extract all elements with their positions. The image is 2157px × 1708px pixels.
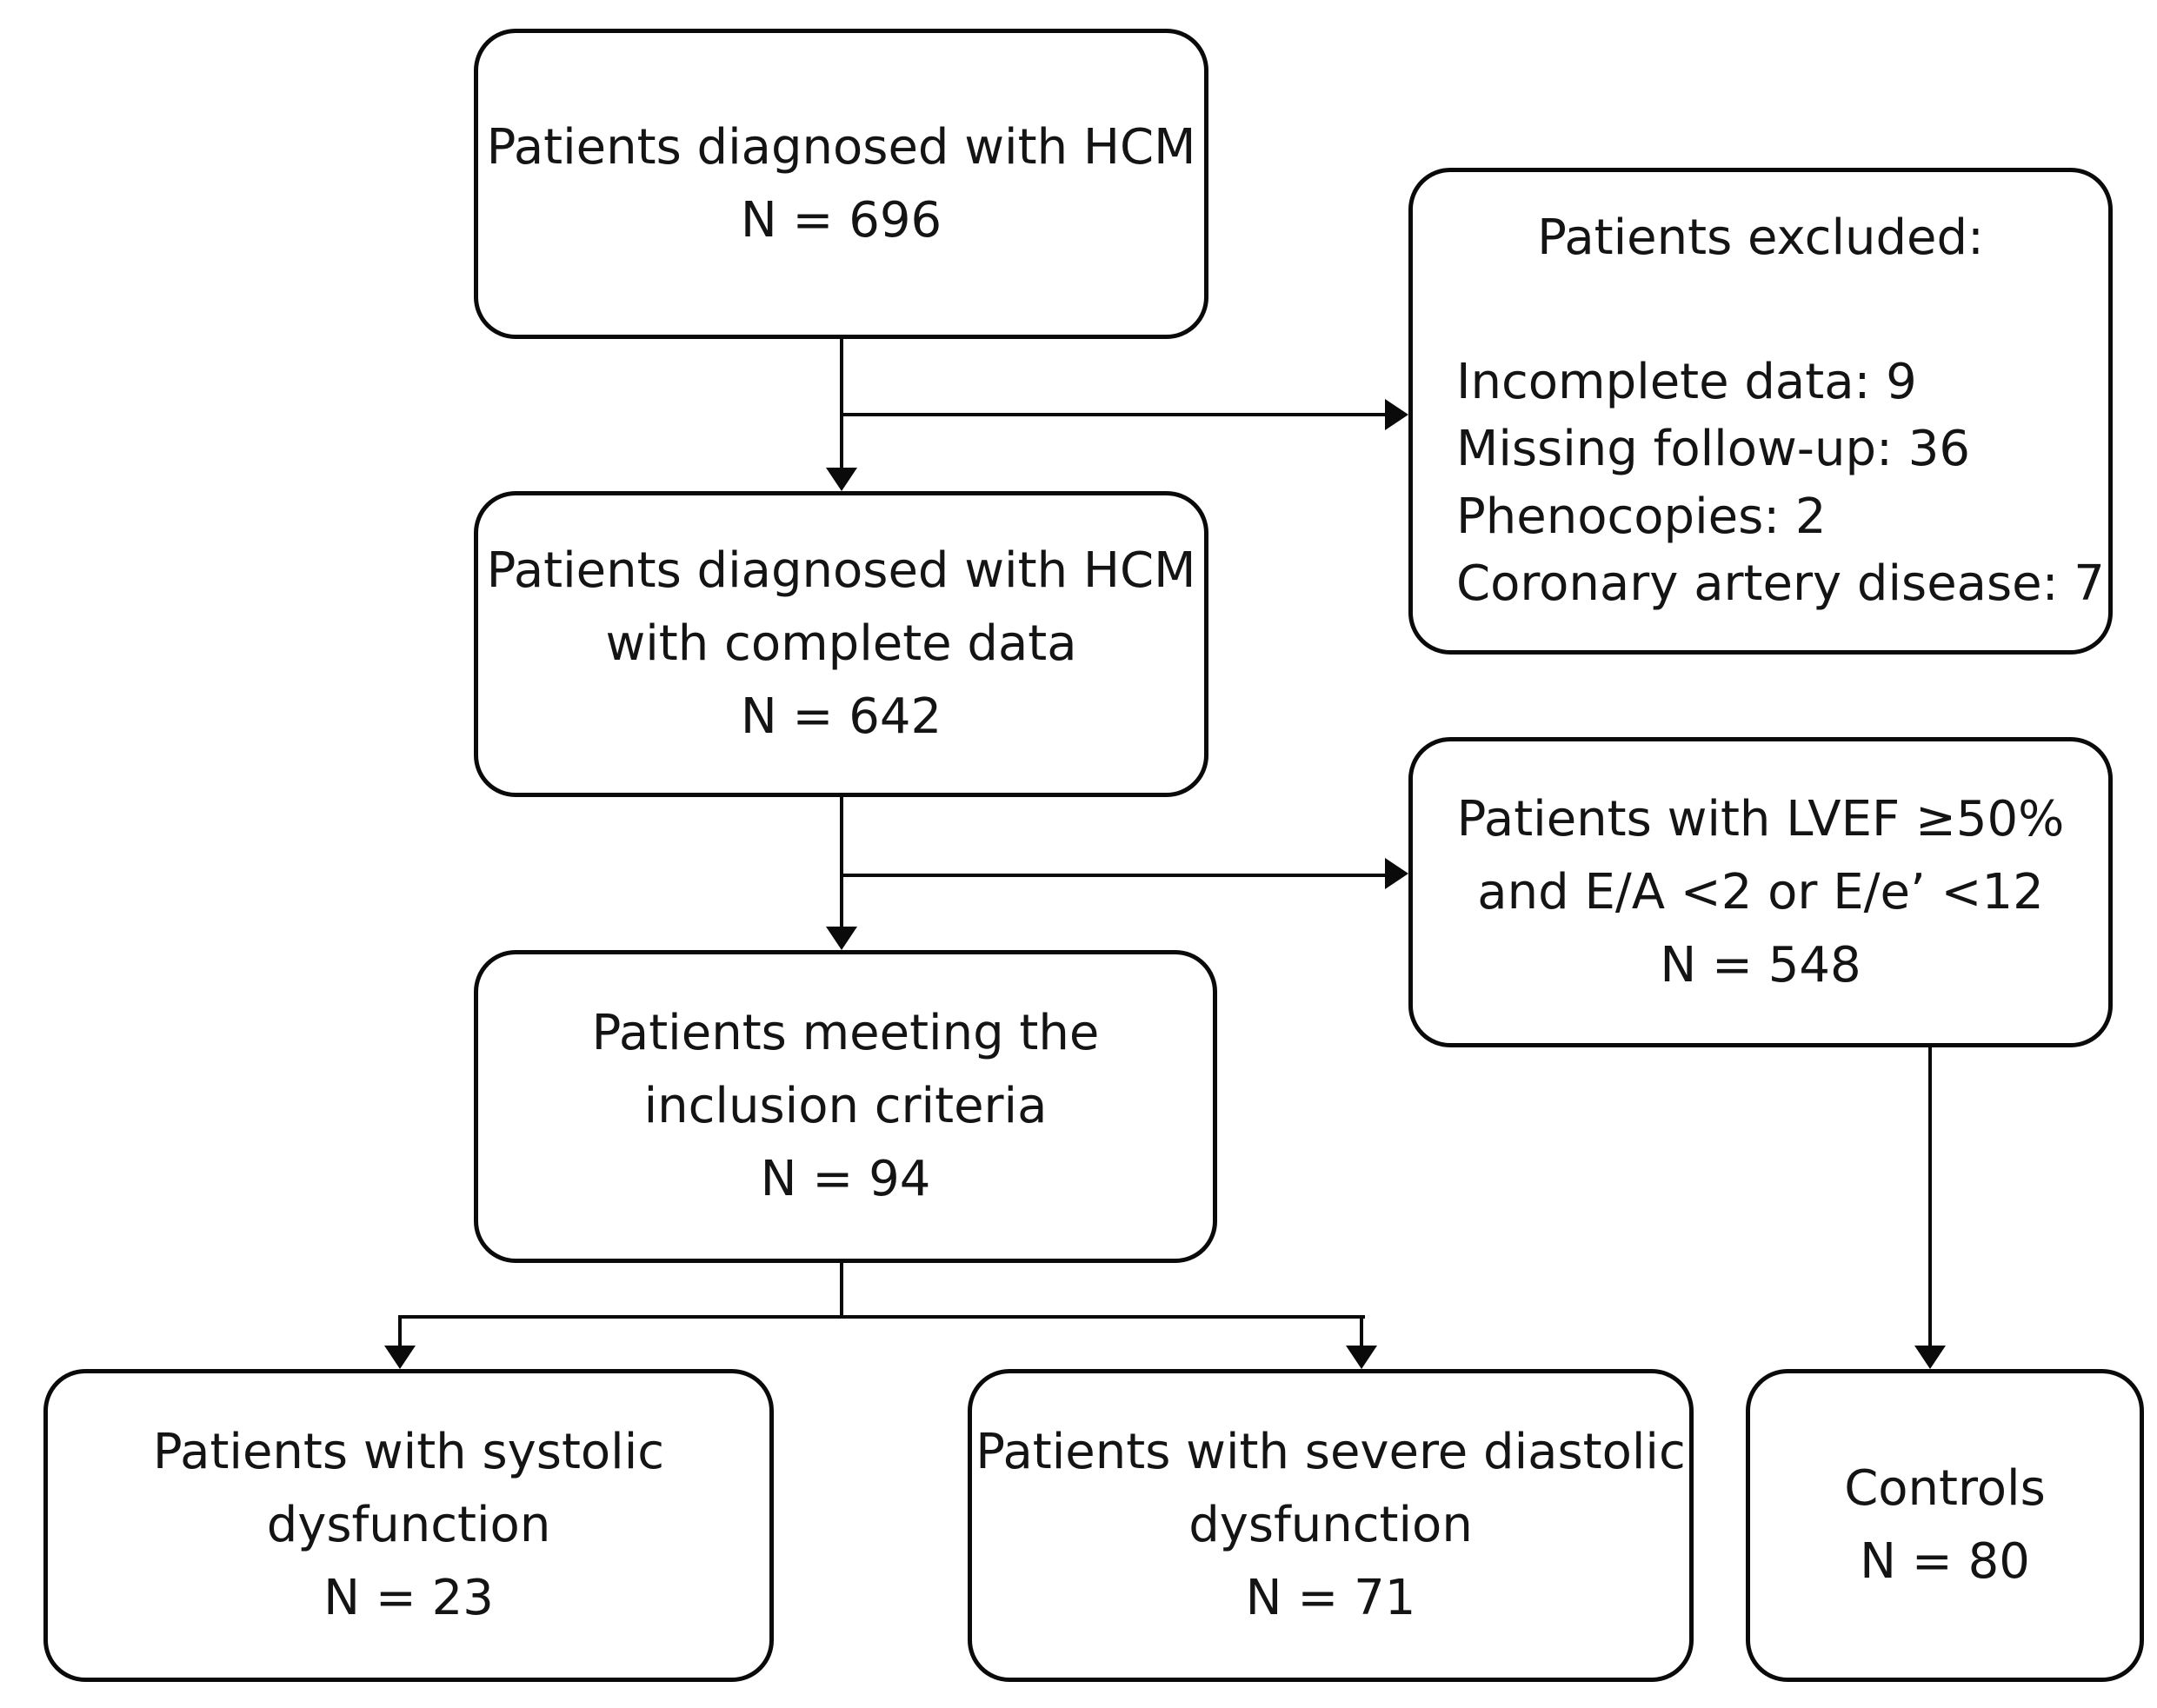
connector-inclusion-stem	[840, 1263, 843, 1319]
excluded-item: Incomplete data: 9	[1456, 354, 1917, 410]
box-count: N = 642	[740, 688, 942, 745]
arrowhead-into-systolic	[384, 1346, 416, 1369]
box-count: N = 548	[1660, 936, 1861, 994]
box-count: N = 71	[1245, 1570, 1416, 1626]
box-text-line: Patients meeting the	[591, 1005, 1100, 1061]
excluded-title: Patients excluded:	[1537, 209, 1984, 266]
box-patients-diagnosed-hcm: Patients diagnosed with HCM N = 696	[474, 29, 1208, 339]
box-text-line: with complete data	[605, 615, 1077, 672]
arrowhead-into-inclusion	[826, 927, 857, 950]
box-inclusion-criteria: Patients meeting the inclusion criteria …	[474, 950, 1217, 1263]
excluded-items-list: Incomplete data: 9 Missing follow-up: 36…	[1456, 349, 2108, 617]
box-text-line: dysfunction	[1188, 1497, 1473, 1553]
box-text-line: Patients with systolic	[152, 1424, 665, 1480]
connector-complete-data-to-inclusion	[840, 797, 843, 927]
connector-complete-data-to-lvef	[840, 874, 1386, 877]
connector-split-bar	[398, 1315, 1365, 1319]
excluded-item: Coronary artery disease: 7	[1456, 555, 2105, 612]
box-systolic-dysfunction: Patients with systolic dysfunction N = 2…	[43, 1369, 774, 1682]
arrowhead-into-excluded	[1385, 399, 1408, 430]
box-count: N = 94	[760, 1151, 931, 1207]
box-count: N = 696	[740, 191, 942, 249]
arrowhead-into-complete-data	[826, 468, 857, 491]
box-text-line: Controls	[1844, 1460, 2046, 1517]
box-count: N = 80	[1860, 1533, 2030, 1590]
box-text-line: and E/A <2 or E/e’ <12	[1477, 863, 2044, 920]
box-count: N = 23	[323, 1570, 494, 1626]
box-text-line: inclusion criteria	[643, 1078, 1048, 1134]
excluded-item: Missing follow-up: 36	[1456, 421, 1970, 478]
excluded-item: Phenocopies: 2	[1456, 488, 1827, 545]
box-text-line: dysfunction	[266, 1497, 551, 1553]
box-text-line: Patients diagnosed with HCM	[486, 118, 1196, 176]
arrowhead-into-diastolic	[1346, 1346, 1377, 1369]
connector-hcm-to-excluded	[840, 413, 1386, 416]
box-lvef-criteria: Patients with LVEF ≥50% and E/A <2 or E/…	[1408, 737, 2113, 1047]
box-text-line: Patients diagnosed with HCM	[486, 542, 1196, 599]
connector-split-to-systolic	[398, 1315, 402, 1346]
box-patients-excluded: Patients excluded: Incomplete data: 9 Mi…	[1408, 168, 2113, 655]
box-controls: Controls N = 80	[1746, 1369, 2144, 1682]
arrowhead-into-lvef	[1385, 858, 1408, 889]
arrowhead-into-controls	[1914, 1346, 1946, 1369]
box-text-line: Patients with severe diastolic	[975, 1424, 1686, 1480]
box-complete-data: Patients diagnosed with HCM with complet…	[474, 491, 1208, 797]
connector-hcm-to-complete-data	[840, 339, 843, 469]
box-text-line: Patients with LVEF ≥50%	[1456, 790, 2065, 847]
connector-lvef-to-controls	[1928, 1047, 1932, 1346]
connector-split-to-diastolic	[1360, 1315, 1363, 1346]
box-severe-diastolic-dysfunction: Patients with severe diastolic dysfuncti…	[968, 1369, 1694, 1682]
